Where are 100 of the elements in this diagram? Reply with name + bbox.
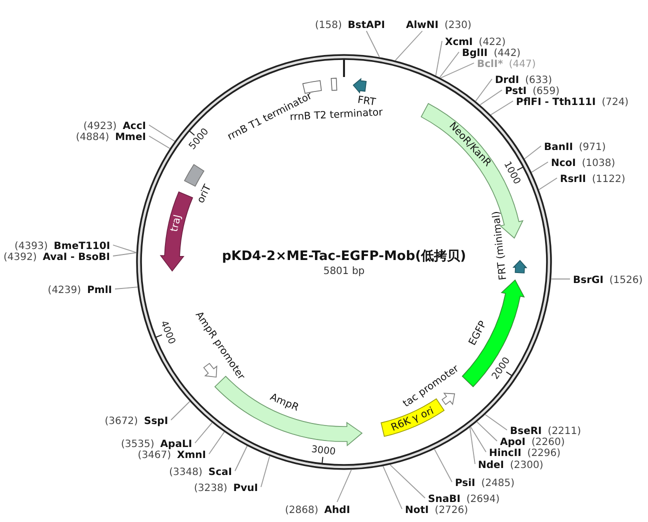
enzyme-name: MmeI (115, 132, 146, 143)
site-position: (2300) (510, 460, 544, 471)
site-position: (158) (315, 20, 342, 31)
gene-feature (160, 192, 193, 272)
leader-line (114, 286, 138, 290)
site-position: (2694) (466, 494, 500, 505)
leader-line (524, 146, 542, 160)
site-position: (633) (525, 75, 552, 86)
site-position: (971) (578, 142, 606, 153)
frt-site-mark (491, 210, 527, 281)
site-position: (2726) (434, 505, 468, 516)
leader-line (394, 30, 423, 61)
leader-line (490, 100, 514, 116)
site-position: (2211) (548, 426, 582, 437)
site-position: (422) (478, 37, 506, 48)
feature-label: R6K γ ori (390, 406, 436, 434)
leader-line (234, 446, 248, 472)
leader-line (475, 78, 492, 102)
leader-line (112, 244, 137, 253)
enzyme-name: AhdI (324, 505, 350, 516)
leader-line (382, 466, 402, 510)
enzyme-name: XcmI (445, 37, 473, 48)
enzyme-name: BclI* (477, 59, 503, 70)
site-position: (230) (444, 20, 472, 31)
site-position: (4239) (48, 285, 82, 296)
enzyme-name: HincII (489, 448, 522, 459)
enzyme-name: BmeT110I (54, 241, 110, 252)
enzyme-name: BglII (462, 48, 488, 59)
enzyme-name: RsrII (560, 174, 586, 185)
site-position: (442) (494, 48, 521, 59)
leader-line (439, 52, 460, 78)
enzyme-name: NcoI (551, 158, 576, 169)
site-position: (659) (532, 86, 560, 97)
site-position: (1038) (582, 158, 616, 169)
feature-label: traJ (169, 214, 184, 233)
leader-line (531, 162, 548, 173)
leader-line (390, 464, 426, 498)
enzyme-name: PflFI - Tth111I (516, 97, 596, 108)
site-position: (447) (508, 59, 536, 70)
leader-line (480, 90, 502, 106)
site-position: (4923) (83, 121, 117, 132)
site-position: (2485) (481, 478, 515, 489)
enzyme-name: ApoI (500, 437, 526, 448)
leader-line (435, 40, 442, 76)
enzyme-name: BseRI (510, 426, 542, 437)
enzyme-name: PsiI (455, 478, 476, 489)
site-position: (2296) (527, 448, 561, 459)
feature-label: FRT (356, 94, 376, 108)
site-position: (3238) (194, 483, 228, 494)
leader-line (538, 178, 558, 190)
site-position: (3348) (169, 467, 202, 478)
enzyme-name: PvuI (233, 483, 258, 494)
leader-line (336, 469, 352, 502)
feature-label: FRT (minimal) (491, 210, 510, 281)
site-position: (4392) (4, 252, 37, 263)
leader-line (170, 401, 190, 420)
leader-line (208, 432, 225, 454)
leader-line (484, 414, 508, 430)
feature-label: EGFP (467, 319, 490, 348)
enzyme-name: PmlI (87, 285, 112, 296)
site-position: (4884) (76, 132, 110, 143)
site-position: (1122) (592, 174, 626, 185)
leader-line (440, 62, 474, 78)
enzyme-name: SspI (144, 416, 168, 427)
enzyme-name: NdeI (478, 460, 504, 471)
enzyme-name: AlwNI (406, 20, 438, 31)
enzyme-name: NotI (405, 505, 429, 516)
leader-line (476, 421, 498, 442)
enzyme-name: AvaI - BsoBI (42, 252, 110, 263)
leader-line (434, 448, 452, 482)
enzyme-name: XmnI (177, 450, 206, 461)
plasmid-size: 5801 bp (323, 266, 365, 277)
enzyme-name: PstI (505, 86, 527, 97)
site-position: (2868) (285, 505, 318, 516)
leader-line (112, 252, 137, 256)
enzyme-name: BanII (544, 142, 573, 153)
scale-label: 3000 (310, 444, 336, 464)
enzyme-name: DrdI (495, 75, 520, 86)
enzyme-name: BstAPI (348, 20, 385, 31)
leader-line (470, 426, 486, 452)
site-position: (3535) (121, 439, 154, 450)
feature-label: oriT (196, 183, 214, 206)
site-position: (3467) (138, 450, 172, 461)
leader-line (550, 278, 570, 280)
leader-line (469, 427, 476, 464)
site-position: (2260) (532, 437, 565, 448)
enzyme-name: ApaLI (160, 439, 192, 450)
leader-line (194, 422, 212, 444)
plasmid-name: pKD4-2×ME-Tac-EGFP-Mob(低拷贝) (222, 249, 466, 264)
scale-label: 4000 (155, 319, 178, 346)
site-position: (1526) (609, 275, 643, 286)
leader-line (366, 30, 380, 58)
enzyme-name: AccI (122, 121, 146, 132)
leader-line (260, 456, 270, 488)
gene-feature (462, 280, 524, 388)
site-position: (3672) (104, 416, 138, 427)
enzyme-name: BsrGI (573, 275, 604, 286)
enzyme-name: ScaI (208, 467, 232, 478)
site-position: (724) (602, 97, 629, 108)
leader-line (148, 136, 170, 149)
